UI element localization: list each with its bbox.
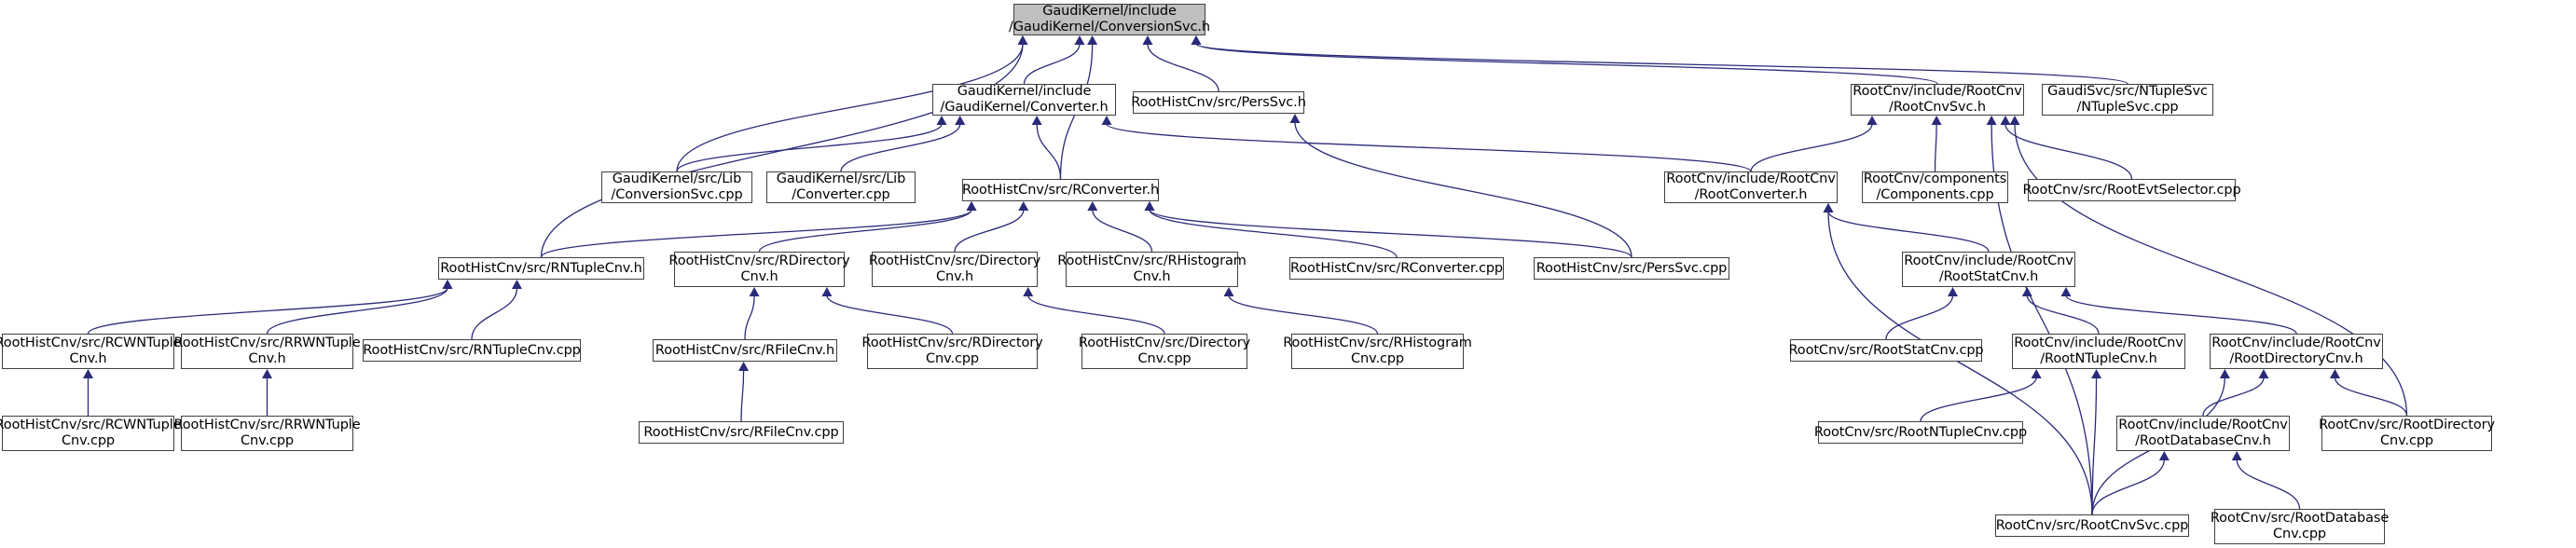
graph-node[interactable]: RootHistCnv/src/PersSvc.cpp — [1534, 257, 1729, 280]
graph-node[interactable]: RootCnv/src/RootCnvSvc.cpp — [1995, 514, 2189, 537]
graph-node-root[interactable]: GaudiKernel/include /GaudiKernel/Convers… — [1009, 4, 1210, 35]
graph-node[interactable]: RootHistCnv/src/RCWNTuple Cnv.cpp — [0, 416, 182, 451]
graph-node[interactable]: RootHistCnv/src/RFileCnv.h — [653, 339, 837, 362]
graph-node[interactable]: RootHistCnv/src/Directory Cnv.h — [869, 252, 1040, 287]
graph-node[interactable]: RootHistCnv/src/RDirectory Cnv.h — [668, 252, 850, 287]
graph-node[interactable]: RootHistCnv/src/RDirectory Cnv.cpp — [861, 334, 1043, 369]
graph-node[interactable]: RootCnv/src/RootDatabase Cnv.cpp — [2211, 509, 2389, 544]
graph-node[interactable]: RootCnv/src/RootStatCnv.cpp — [1788, 339, 1984, 362]
graph-node[interactable]: RootHistCnv/src/RNTupleCnv.cpp — [363, 339, 581, 362]
graph-node[interactable]: RootCnv/include/RootCnv /RootCnvSvc.h — [1851, 84, 2024, 116]
graph-node[interactable]: RootHistCnv/src/RCWNTuple Cnv.h — [0, 334, 182, 369]
graph-node[interactable]: RootHistCnv/src/RRWNTuple Cnv.cpp — [173, 416, 361, 451]
graph-node[interactable]: RootCnv/components /Components.cpp — [1862, 171, 2008, 203]
graph-node[interactable]: RootHistCnv/src/RHistogram Cnv.cpp — [1283, 334, 1472, 369]
graph-node[interactable]: GaudiKernel/src/Lib /Converter.cpp — [766, 171, 916, 203]
graph-node[interactable]: GaudiSvc/src/NTupleSvc /NTupleSvc.cpp — [2042, 84, 2213, 116]
graph-node[interactable]: RootCnv/src/RootEvtSelector.cpp — [2022, 179, 2241, 201]
graph-node[interactable]: RootCnv/src/RootDirectory Cnv.cpp — [2319, 416, 2495, 451]
graph-node[interactable]: RootCnv/include/RootCnv /RootStatCnv.h — [1902, 252, 2075, 287]
graph-node[interactable]: RootHistCnv/src/RConverter.h — [962, 179, 1159, 201]
graph-node[interactable]: RootHistCnv/src/RConverter.cpp — [1289, 257, 1504, 280]
graph-node[interactable]: RootCnv/src/RootNTupleCnv.cpp — [1814, 421, 2027, 444]
graph-node[interactable]: GaudiKernel/include /GaudiKernel/Convert… — [932, 84, 1116, 116]
graph-node[interactable]: GaudiKernel/src/Lib /ConversionSvc.cpp — [601, 171, 752, 203]
graph-node[interactable]: RootCnv/include/RootCnv /RootNTupleCnv.h — [2012, 334, 2185, 369]
graph-node[interactable]: RootHistCnv/src/PersSvc.h — [1131, 91, 1306, 114]
graph-node[interactable]: RootHistCnv/src/RFileCnv.cpp — [639, 421, 844, 444]
graph-node[interactable]: RootHistCnv/src/RRWNTuple Cnv.h — [173, 334, 361, 369]
graph-node[interactable]: RootCnv/include/RootCnv /RootDirectoryCn… — [2210, 334, 2383, 369]
graph-node[interactable]: RootCnv/include/RootCnv /RootConverter.h — [1664, 171, 1838, 203]
graph-node[interactable]: RootHistCnv/src/RHistogram Cnv.h — [1057, 252, 1247, 287]
graph-node[interactable]: RootHistCnv/src/Directory Cnv.cpp — [1079, 334, 1250, 369]
graph-node[interactable]: RootHistCnv/src/RNTupleCnv.h — [438, 257, 644, 280]
graph-node[interactable]: RootCnv/include/RootCnv /RootDatabaseCnv… — [2116, 416, 2290, 451]
